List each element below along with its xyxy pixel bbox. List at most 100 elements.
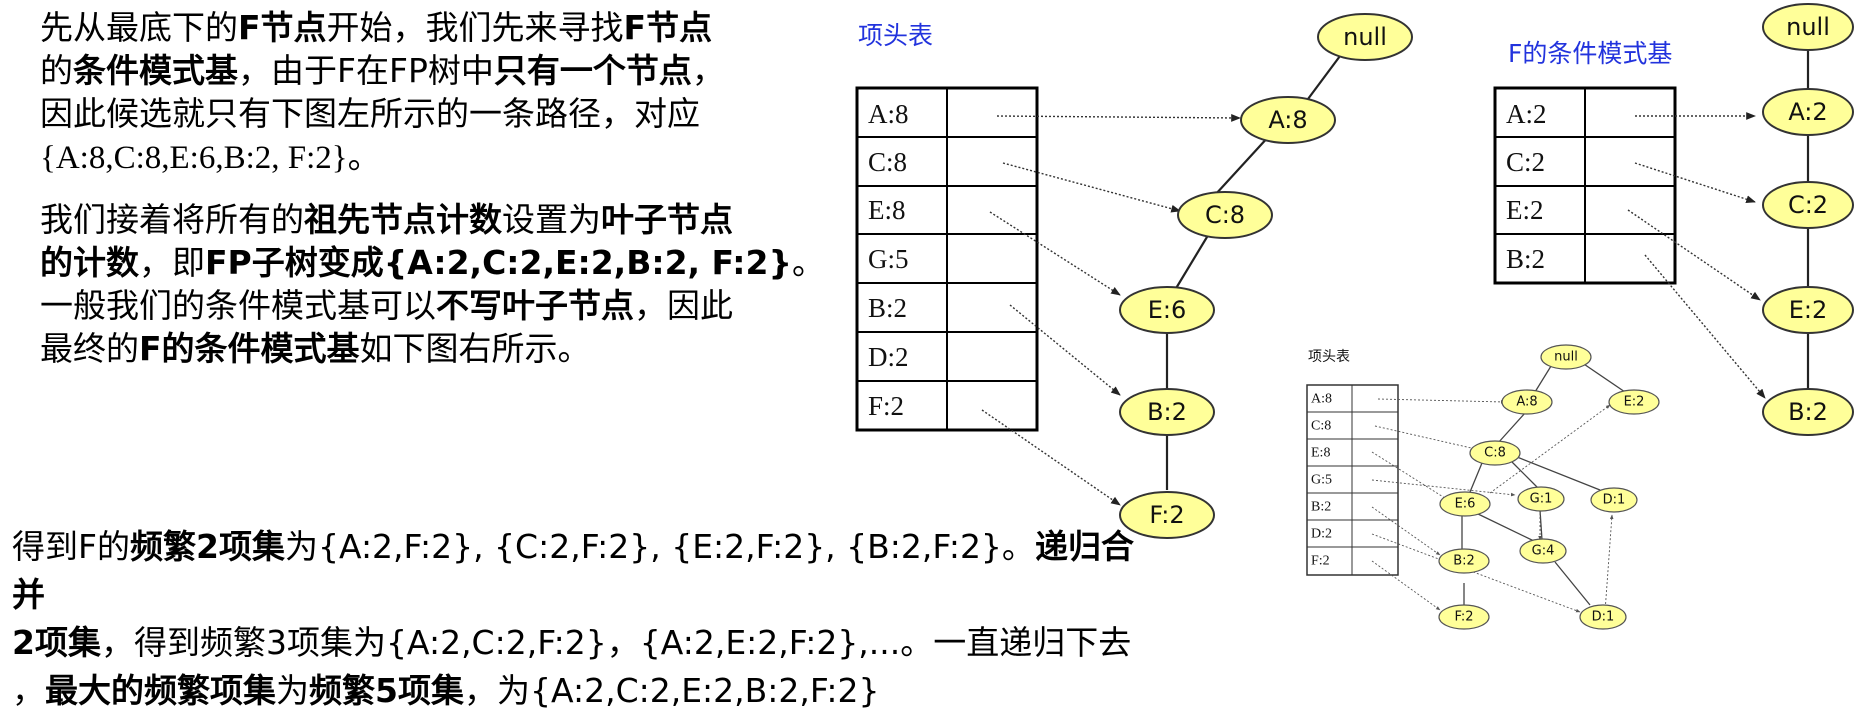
header-item-e: E:8 <box>868 195 906 225</box>
node-ellipse <box>1762 286 1854 334</box>
node-label: null <box>1343 23 1387 51</box>
node-link-arrow <box>1634 162 1756 204</box>
cpb-header-table: A:2 C:2 E:2 B:2 <box>1493 86 1677 285</box>
tree-edges <box>1165 55 1341 490</box>
path-set-text: {A:8,C:8,E:6,B:2, F:2} <box>40 140 348 176</box>
intro-paragraph: 先从最底下的F节点开始，我们先来寻找F节点的条件模式基，由于F在FP树中只有一个… <box>40 6 820 180</box>
bold-span: 2项集 <box>12 623 101 662</box>
node-ellipse <box>1519 538 1567 564</box>
node-ellipse <box>1177 191 1273 239</box>
node-link-arrow <box>989 211 1121 296</box>
node-label: D:1 <box>1603 493 1626 508</box>
node-label: G:1 <box>1530 492 1553 507</box>
node-ellipse <box>1579 604 1627 630</box>
text-span: ，因此 <box>634 286 733 325</box>
node-ellipse <box>1608 389 1660 415</box>
full-fp-tree-thumbnail: 项头表 A:8 C:8 E:8 G:5 B:2 D:2 F:2 <box>1306 344 1660 630</box>
node-ellipse <box>1762 388 1854 436</box>
tree-node-e6: E:6 <box>1119 286 1215 334</box>
small-node-e2: E:2 <box>1608 389 1660 415</box>
node-label: D:1 <box>1592 610 1615 625</box>
node-label: C:8 <box>1205 201 1245 229</box>
node-ellipse <box>1119 286 1215 334</box>
small-node-d1-upper: D:1 <box>1590 487 1638 513</box>
tree-node-a8: A:8 <box>1240 96 1336 144</box>
bold-span: 祖先节点计数 <box>304 200 502 239</box>
bold-span: 叶子节点 <box>601 200 733 239</box>
cpb-node-a2: A:2 <box>1762 88 1854 136</box>
pattern-base-title: F的条件模式基 <box>1508 39 1672 68</box>
node-label: C:2 <box>1788 191 1828 219</box>
node-label: B:2 <box>1147 398 1187 426</box>
text-span: 我们接着将所有的 <box>40 200 304 239</box>
node-ellipse <box>1590 487 1638 513</box>
bold-span: 递归合并 <box>12 527 1134 614</box>
tree-edge <box>1511 454 1601 491</box>
f-conditional-pattern-base: F的条件模式基 A:2 C:2 E:2 B:2 null <box>1493 3 1854 436</box>
text-span: 。 <box>347 137 381 176</box>
header-item-f: F:2 <box>868 391 904 421</box>
header-table-title: 项头表 <box>858 21 933 50</box>
node-ellipse <box>1240 96 1336 144</box>
node-link-arrow <box>1644 254 1766 399</box>
bold-span: 不写叶子节点 <box>436 286 634 325</box>
node-ellipse <box>1317 13 1413 61</box>
tree-node-f2: F:2 <box>1119 491 1215 539</box>
node-label: G:4 <box>1532 544 1555 559</box>
fp-tree-diagrams: 项头表 A:8 C:8 E:8 G:5 B:2 D:2 F:2 <box>855 3 1854 630</box>
text-span: 得到F的 <box>12 527 130 566</box>
small-header-item: D:2 <box>1311 527 1332 542</box>
node-link-arrow <box>981 409 1121 506</box>
text-span: 设置为 <box>502 200 601 239</box>
cpb-node-c2: C:2 <box>1762 181 1854 229</box>
cpb-item-a: A:2 <box>1506 99 1547 129</box>
node-label: A:2 <box>1788 98 1827 126</box>
node-ellipse <box>1438 604 1490 630</box>
node-link-arrow <box>996 114 1241 122</box>
text-span: 开始，我们先来寻找 <box>326 8 624 47</box>
cpb-node-e2: E:2 <box>1762 286 1854 334</box>
header-item-d: D:2 <box>868 342 909 372</box>
tree-edge <box>1174 231 1211 291</box>
bold-span: F的条件模式基 <box>139 329 360 368</box>
small-node-a8: A:8 <box>1501 389 1553 415</box>
tree-node-c8: C:8 <box>1177 191 1273 239</box>
small-node-e6: E:6 <box>1439 491 1491 517</box>
small-node-d1-lower: D:1 <box>1579 604 1627 630</box>
small-header-item: A:8 <box>1311 392 1332 407</box>
node-label: F:2 <box>1149 501 1184 529</box>
node-link-arrow <box>1371 506 1441 556</box>
text-span: ，得到频繁3项集为{A:2,C:2,F:2}，{A:2,E:2,F:2},...… <box>100 623 1132 662</box>
bold-span: 条件模式基 <box>73 51 238 90</box>
text-span: 先从最底下的 <box>40 8 238 47</box>
node-link-arrow <box>1371 560 1441 611</box>
explanation-paragraph: 我们接着将所有的祖先节点计数设置为叶子节点的计数，即FP子树变成{A:2,C:2… <box>40 198 830 370</box>
node-link-arrow <box>1371 533 1581 613</box>
text-span: 的 <box>40 51 73 90</box>
bold-span: F节点 <box>238 8 327 47</box>
text-span: 最终的 <box>40 329 139 368</box>
small-header-item: G:5 <box>1311 473 1332 488</box>
small-header-item: E:8 <box>1311 446 1330 461</box>
text-span: ，由于F在FP树中 <box>238 51 494 90</box>
text-span: 一般我们的条件模式基可以 <box>40 286 436 325</box>
small-node-f2: F:2 <box>1438 604 1490 630</box>
node-ellipse <box>1762 3 1854 51</box>
small-node-g1: G:1 <box>1517 486 1565 512</box>
node-link-arrow <box>1489 404 1611 494</box>
tree-edge <box>1469 462 1483 493</box>
header-item-b: B:2 <box>868 293 907 323</box>
cpb-item-c: C:2 <box>1506 147 1545 177</box>
tree-edge <box>1554 561 1591 606</box>
small-header-item: B:2 <box>1311 500 1331 515</box>
node-link-arrow <box>1002 162 1181 213</box>
tree-edge <box>1475 512 1537 543</box>
header-item-g: G:5 <box>868 244 909 274</box>
text-span: ， <box>691 51 725 90</box>
text-span: ，即 <box>139 243 205 282</box>
node-ellipse <box>1517 486 1565 512</box>
node-label: E:6 <box>1455 497 1476 512</box>
small-header-table: A:8 C:8 E:8 G:5 B:2 D:2 F:2 <box>1306 384 1399 576</box>
node-ellipse <box>1762 181 1854 229</box>
small-node-c8: C:8 <box>1469 440 1521 466</box>
